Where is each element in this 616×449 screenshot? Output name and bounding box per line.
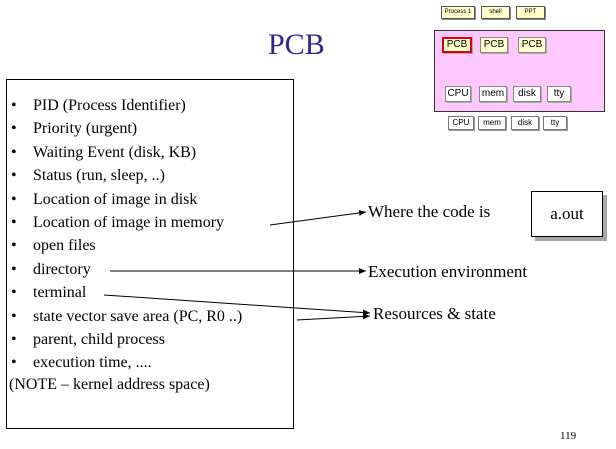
arrow-state-to-resources [296,313,371,321]
pcb-field: Location of image in memory [7,211,242,235]
pcb-field: PID (Process Identifier) [7,94,242,118]
label-execution-env: Execution environment [368,262,528,281]
pcb-fields-box: PID (Process Identifier) Priority (urgen… [6,79,294,429]
aout-box: a.out [531,191,603,237]
pcb-field-list: PID (Process Identifier) Priority (urgen… [7,94,242,375]
pcb-field: execution time, .... [7,351,242,375]
arrow-memory-to-code [269,209,367,226]
pcb-field: parent, child process [7,328,242,352]
arrow-terminal-to-resources [103,294,371,316]
page-number: 119 [560,430,577,442]
label-where-code: Where the code is [368,202,491,221]
pcb-field: state vector save area (PC, R0 ..) [7,305,242,329]
pcb-field: Waiting Event (disk, KB) [7,141,242,165]
pcb-field: terminal [7,281,242,305]
pcb-field: open files [7,234,242,258]
kernel-note: (NOTE – kernel address space) [9,376,210,393]
pcb-field: Priority (urgent) [7,117,242,141]
pcb-field: directory [7,258,242,282]
pcb-field: Location of image in disk [7,188,242,212]
pcb-field: Status (run, sleep, ..) [7,164,242,188]
label-resources-state: Resources & state [373,304,496,323]
slide-title: PCB [268,28,325,61]
